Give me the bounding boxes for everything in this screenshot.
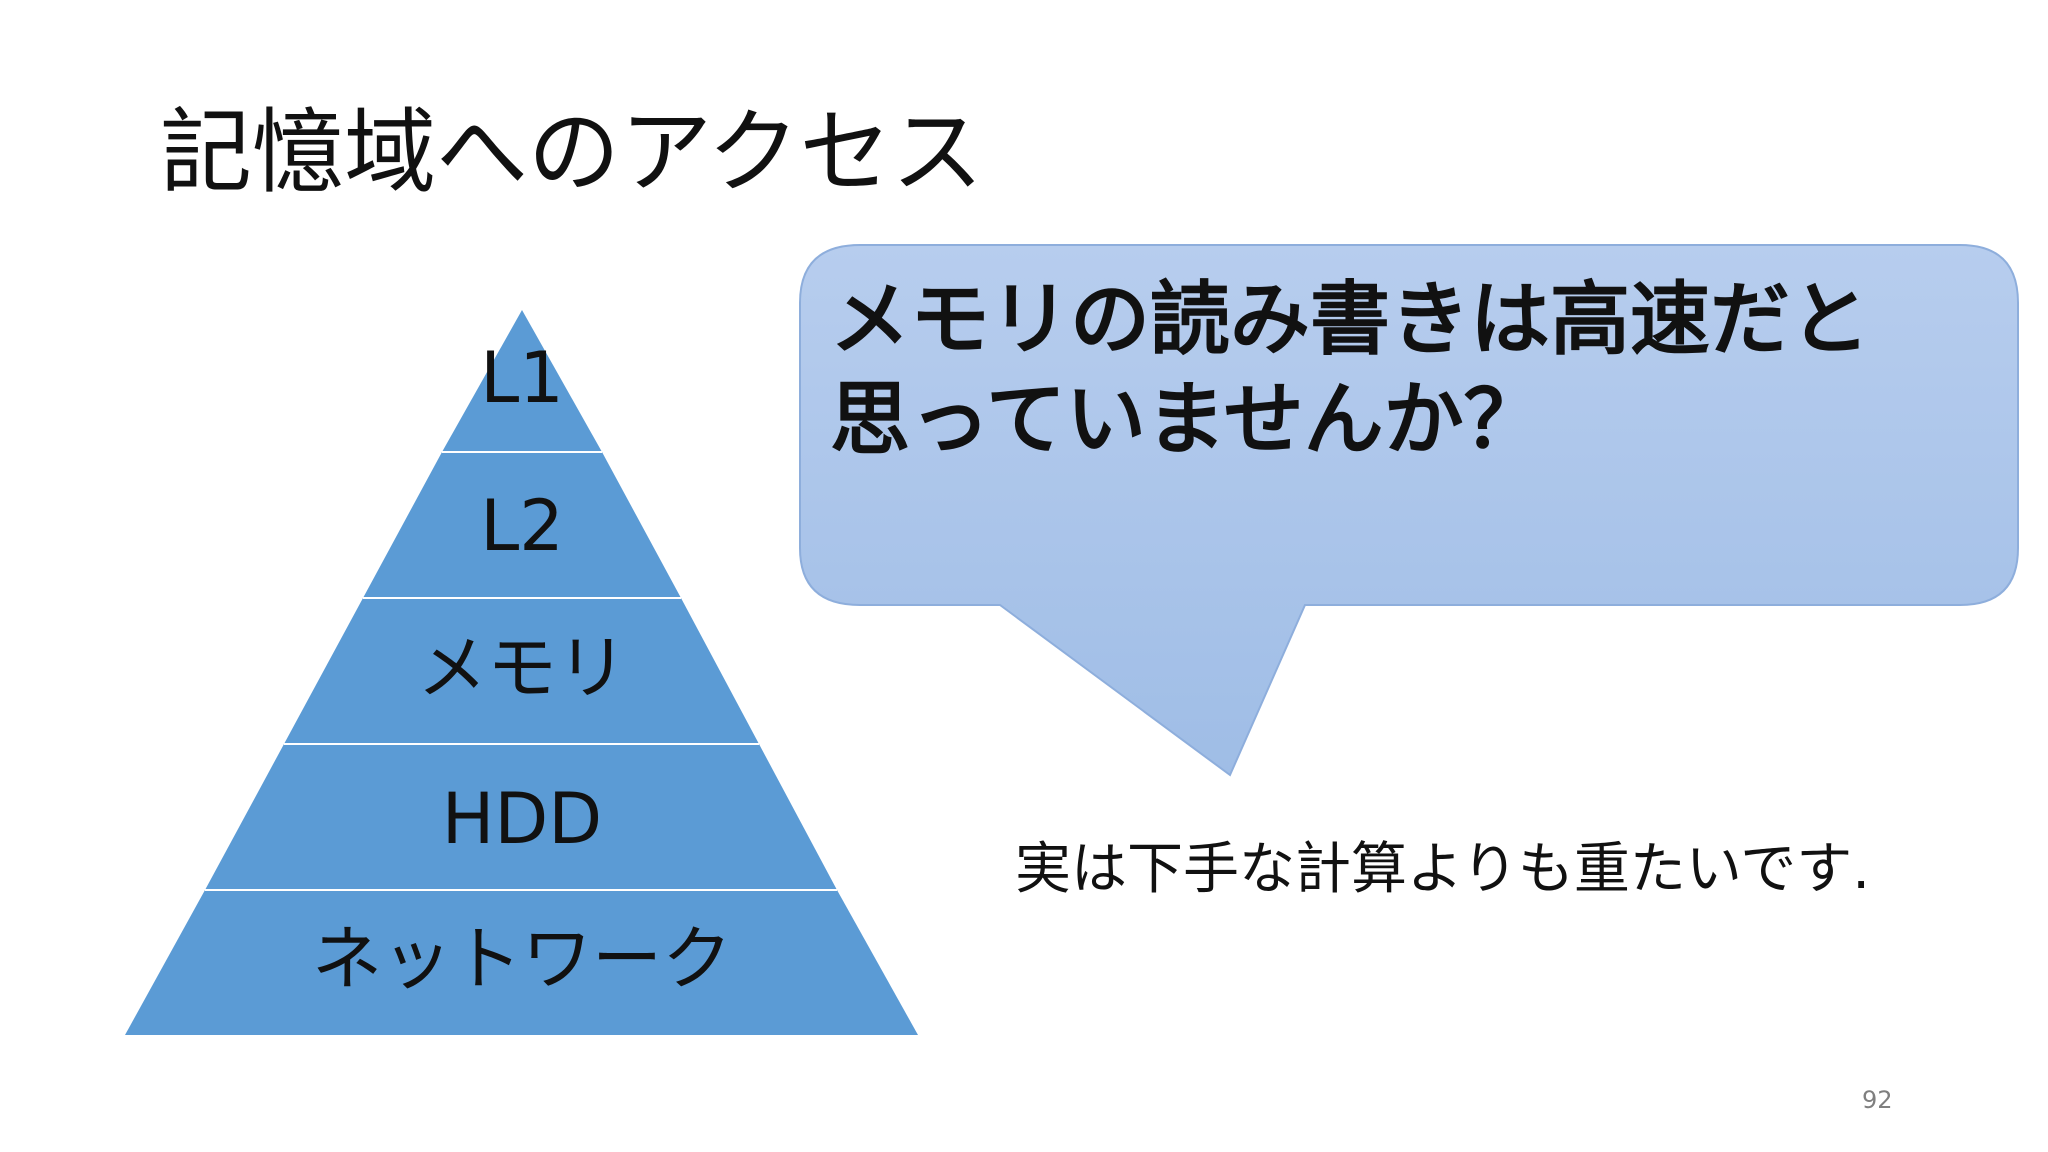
speech-bubble-line: メモリの読み書きは高速だと	[830, 273, 1870, 366]
pyramid-level-memory	[284, 598, 759, 744]
pyramid-level-l2	[363, 452, 681, 598]
pyramid-level-l1	[442, 310, 602, 452]
pyramid-label-l1: L1	[480, 337, 564, 419]
explanatory-note: 実は下手な計算よりも重たいです.	[1015, 837, 1871, 902]
memory-hierarchy-pyramid: L1 L2 メモリ HDD ネットワーク	[125, 310, 918, 1035]
pyramid-label-network: ネットワーク	[312, 918, 732, 1000]
pyramid-level-hdd	[205, 744, 837, 890]
speech-bubble-line: 思っていませんか？	[830, 373, 1544, 466]
speech-bubble-text: メモリの読み書きは高速だと 思っていませんか？	[830, 270, 1980, 470]
slide-title: 記憶域へのアクセス	[160, 99, 984, 206]
pyramid-label-memory: メモリ	[417, 627, 627, 709]
speech-bubble	[799, 244, 2019, 777]
pyramid-label-l2: L2	[480, 485, 564, 567]
pyramid-level-network	[125, 890, 918, 1035]
pyramid-label-hdd: HDD	[442, 778, 602, 860]
page-number: 92	[1862, 1086, 1893, 1114]
